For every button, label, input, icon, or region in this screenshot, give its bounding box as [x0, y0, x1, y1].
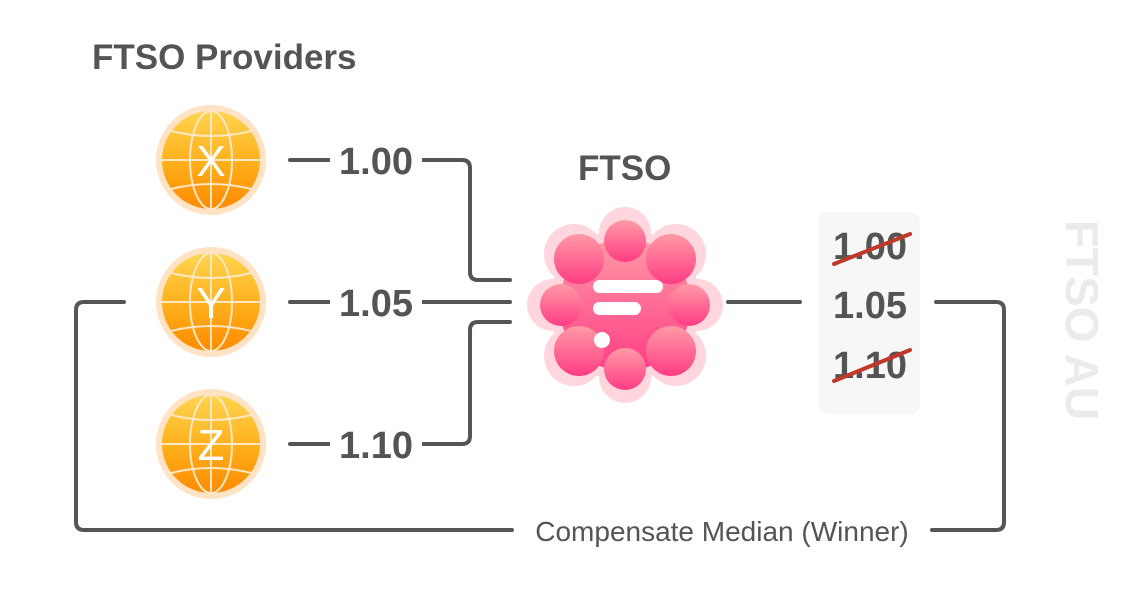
sorted-price-value: 1.05: [833, 285, 907, 327]
provider-price: 1.10: [339, 425, 413, 467]
connector-lines: [74, 158, 1006, 532]
connector-x-ftso: [420, 158, 512, 282]
provider-price: 1.00: [339, 141, 413, 183]
provider-y: Y 1.05: [156, 247, 422, 357]
strikethrough: [832, 348, 912, 383]
provider-x: X 1.00: [156, 105, 422, 215]
provider-letter: Y: [196, 279, 225, 328]
provider-price: 1.05: [339, 283, 413, 325]
ftso-logo-icon: [527, 207, 723, 403]
sorted-price-item: 1.00: [832, 226, 912, 268]
globe-icon: [156, 247, 266, 357]
providers-title: FTSO Providers: [92, 38, 357, 77]
connector-z-ftso: [420, 320, 512, 446]
strikethrough: [832, 232, 912, 266]
feedback-label: Compensate Median (Winner): [535, 516, 909, 547]
sorted-price-list: 1.00 1.05 1.10: [818, 212, 920, 414]
sorted-price-item: 1.05: [833, 285, 907, 327]
provider-letter: Z: [198, 421, 225, 470]
watermark: FTSO AU: [1056, 220, 1108, 420]
provider-letter: X: [196, 137, 225, 186]
globe-icon: [156, 105, 266, 215]
ftso-title: FTSO: [578, 149, 671, 188]
provider-z: Z 1.10: [156, 389, 422, 499]
globe-icon: [156, 389, 266, 499]
feedback-loop-left: [74, 300, 514, 532]
feedback-loop-right: [930, 300, 1006, 532]
sorted-price-item: 1.10: [832, 345, 912, 387]
